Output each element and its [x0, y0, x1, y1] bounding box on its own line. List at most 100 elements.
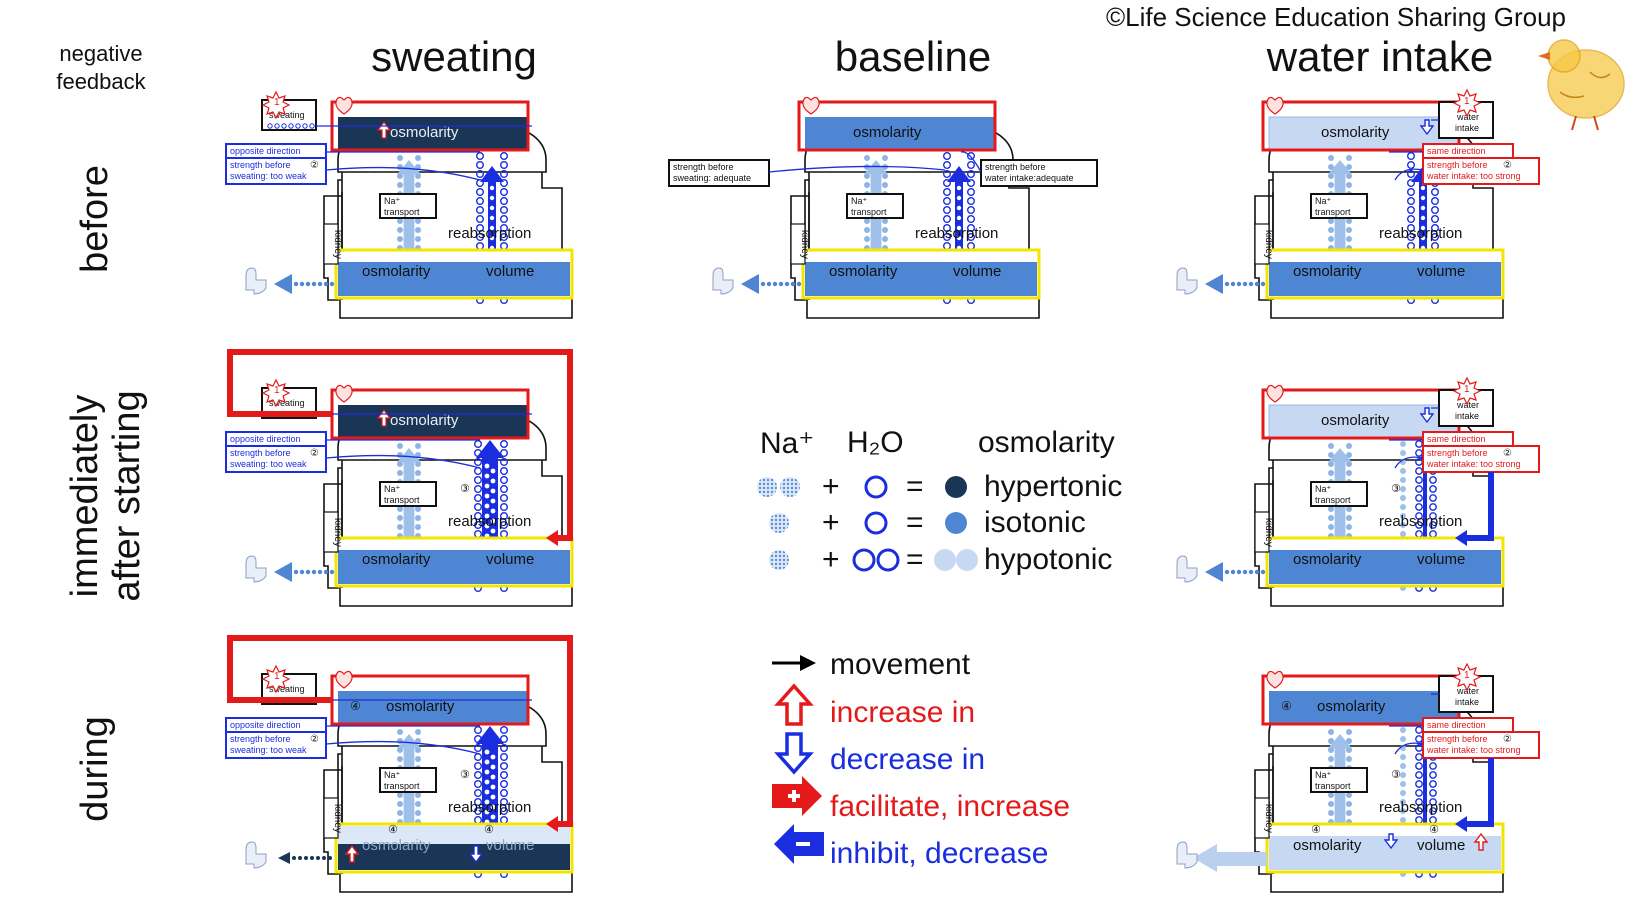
urine-outflow-arrow: [1205, 274, 1223, 294]
water-intake-label-2: intake: [1455, 123, 1479, 133]
column-title-baseline: baseline: [834, 33, 992, 80]
urine-outflow-arrow: [741, 274, 759, 294]
kidney-tag: [1254, 797, 1270, 839]
svg-text:water intake: too strong: water intake: too strong: [1426, 459, 1521, 469]
inhibit-feedback-arrow: [1465, 758, 1494, 827]
svg-text:transport: transport: [1315, 781, 1351, 791]
svg-text:Na⁺: Na⁺: [1315, 196, 1332, 206]
urine-fluid: [338, 550, 570, 584]
svg-text:transport: transport: [1315, 495, 1351, 505]
key-facilitate-label: facilitate, increase: [830, 790, 1071, 823]
svg-text:water intake: too strong: water intake: too strong: [1426, 745, 1521, 755]
water-intake-label-1: water: [1456, 686, 1479, 696]
legend-equals-3: =: [906, 543, 924, 576]
step-3-marker: ③: [1391, 769, 1401, 781]
svg-text:strength before: strength before: [1427, 734, 1488, 744]
legend-plus-2: +: [822, 506, 840, 539]
stimulus-burst-icon: [261, 90, 291, 120]
facilitate-feedback-arrow: [227, 635, 573, 827]
urine-osmolarity-label: osmolarity: [362, 551, 431, 568]
legend-plus-3: +: [822, 543, 840, 576]
kidney-label: kidney: [1263, 518, 1274, 547]
signal-lines: [316, 413, 532, 469]
kidney-label: kidney: [332, 804, 343, 833]
step-4-marker-osm: ④: [1311, 824, 1321, 836]
osmolarity-decrease-icon: [1419, 407, 1435, 424]
panel-sweating-row1: osmolarityNa⁺transportreabsorptionosmola…: [225, 90, 574, 319]
same-direction-box: same direction: [1422, 717, 1514, 733]
svg-text:transport: transport: [384, 207, 420, 217]
facilitate-arrow-icon: [772, 776, 822, 816]
signal-lines: [1389, 119, 1439, 181]
toilet-icon: [245, 267, 267, 295]
legend-plus-1: +: [822, 470, 840, 503]
key-movement-label: movement: [830, 648, 971, 681]
reabsorption-arrow: [1419, 450, 1431, 582]
step-2-marker: ②: [1503, 734, 1512, 745]
legend-isotonic-label: isotonic: [984, 506, 1086, 539]
legend-osmolarity-header: osmolarity: [978, 426, 1115, 459]
legend-symbols: [757, 475, 978, 572]
toilet-icon: [245, 841, 267, 869]
step-3-marker: ③: [460, 769, 470, 781]
signal-lines: [316, 699, 532, 755]
kidney-label: kidney: [799, 230, 810, 259]
svg-text:Na⁺: Na⁺: [384, 770, 401, 780]
step-4-marker: ④: [350, 699, 361, 713]
svg-text:strength before: strength before: [1427, 160, 1488, 170]
urine-osmolarity-label: osmolarity: [1293, 551, 1362, 568]
water-intake-label-1: water: [1456, 400, 1479, 410]
legend-isotonic-dot: [945, 512, 967, 534]
urine-osmolarity-label: osmolarity: [362, 837, 431, 854]
urine-osmolarity-label: osmolarity: [362, 263, 431, 280]
step-1-marker: 1: [274, 671, 280, 682]
toilet-icon: [1176, 267, 1198, 295]
legend-equals-2: =: [906, 506, 924, 539]
urine-outflow-arrow: [278, 852, 290, 864]
opposite-direction-box: opposite direction: [225, 143, 327, 159]
urine-volume-label: volume: [486, 551, 534, 568]
kidney-label: kidney: [332, 230, 343, 259]
legend-na-header: Na⁺: [760, 427, 815, 460]
kidney-tag: [790, 223, 806, 265]
reabsorption-arrow: [947, 166, 971, 296]
svg-text:sweating: adequate: sweating: adequate: [673, 173, 751, 183]
kidney-label: kidney: [332, 518, 343, 547]
reabsorption-arrow: [480, 166, 504, 296]
svg-text:sweating: too weak: sweating: too weak: [230, 171, 307, 181]
negative-label-line1: negative: [59, 41, 143, 66]
urine-volume-label: volume: [1417, 551, 1465, 568]
svg-text:sweating: too weak: sweating: too weak: [230, 459, 307, 469]
urine-volume-label: volume: [486, 837, 534, 854]
legend-na-single-icon: [769, 513, 789, 533]
urine-osmolarity-label: osmolarity: [829, 263, 898, 280]
sweating-label: sweating: [269, 110, 305, 120]
svg-text:same direction: same direction: [1427, 434, 1486, 444]
plasma-osmolarity-label: osmolarity: [1321, 412, 1390, 429]
inhibit-feedback-arrow: [1465, 472, 1494, 541]
svg-text:strength before: strength before: [673, 162, 734, 172]
svg-text:opposite direction: opposite direction: [230, 146, 301, 156]
heart-icon: [1266, 670, 1284, 689]
na-transport-box: Na⁺transport: [1310, 481, 1368, 507]
water-intake-label-1: water: [1456, 112, 1479, 122]
svg-text:transport: transport: [384, 781, 420, 791]
decrease-arrow-icon: [774, 732, 814, 775]
increase-arrow-icon: [774, 683, 814, 726]
hypothalamus-frame: [797, 100, 997, 152]
plasma-osmolarity-label: osmolarity: [853, 124, 922, 141]
reabsorption-label: reabsorption: [448, 225, 531, 242]
urine-fluid: [338, 844, 570, 870]
step-1-marker: 1: [1464, 384, 1470, 395]
svg-text:strength before: strength before: [230, 160, 291, 170]
reabsorption-label: reabsorption: [448, 799, 531, 816]
facilitate-feedback-arrow: [227, 349, 573, 541]
step-1-marker: 1: [274, 97, 280, 108]
svg-text:opposite direction: opposite direction: [230, 434, 301, 444]
svg-text:water intake: too strong: water intake: too strong: [1426, 171, 1521, 181]
water-intake-label-2: intake: [1455, 411, 1479, 421]
